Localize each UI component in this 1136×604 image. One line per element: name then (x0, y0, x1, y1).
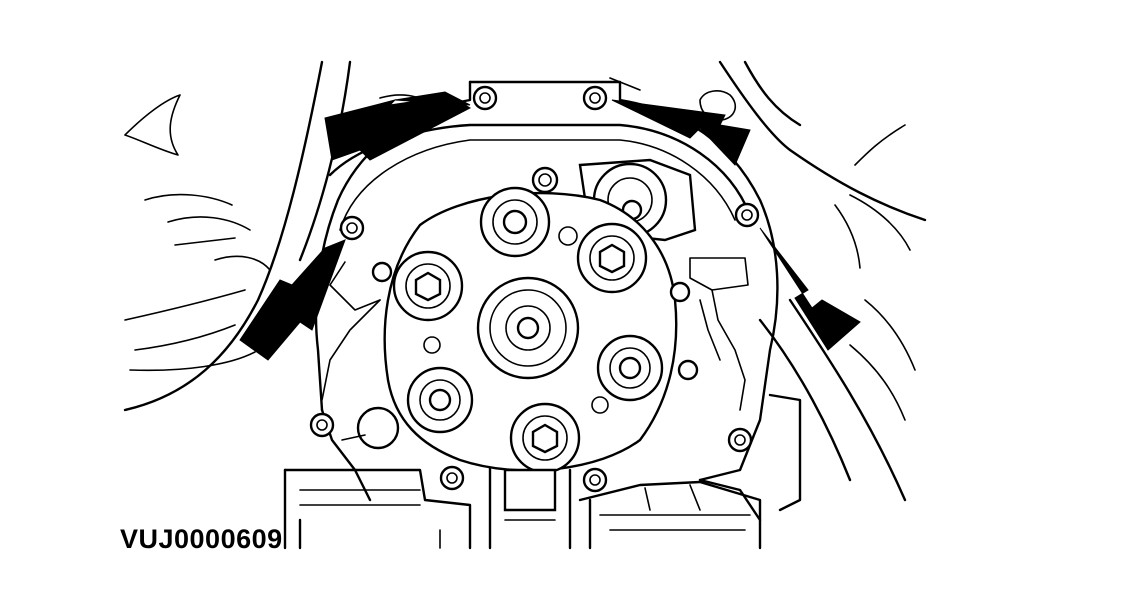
arrow-top-left (324, 95, 472, 161)
arrow-right (759, 227, 861, 351)
camshaft-sprocket-plate (383, 186, 678, 474)
callout-arrows (239, 91, 861, 361)
lower-brackets (283, 393, 802, 550)
arrow-top-center (394, 91, 471, 106)
figure-code-label: VUJ0000609 (120, 524, 283, 554)
housing-outline (123, 60, 927, 502)
arrow-top-right (611, 99, 751, 166)
arrow-left (239, 239, 346, 361)
cover-bolts (309, 85, 760, 493)
